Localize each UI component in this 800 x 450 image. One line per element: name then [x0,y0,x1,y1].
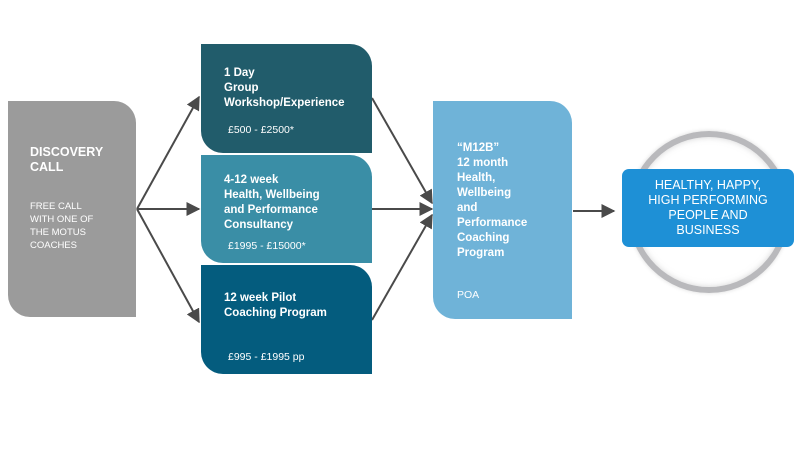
result-box: HEALTHY, HAPPY, HIGH PERFORMING PEOPLE A… [622,169,794,247]
option-consultancy-title: 4-12 week Health, Wellbeing and Performa… [224,174,320,231]
arrow-pilot-to-program [371,213,433,321]
option-consultancy-price: £1995 - £15000* [228,240,306,252]
option-workshop-box: 1 Day Group Workshop/Experience £500 - £… [201,44,372,153]
program-box: “M12B” 12 month Health, Wellbeing and Pe… [433,101,572,319]
option-pilot-box: 12 week Pilot Coaching Program £995 - £1… [201,265,372,374]
discovery-call-title: DISCOVERY CALL [30,145,104,174]
discovery-call-box: DISCOVERY CALL FREE CALL WITH ONE OF THE… [8,101,136,317]
discovery-call-subtitle: FREE CALL WITH ONE OF THE MOTUS COACHES [30,201,94,251]
option-pilot-price: £995 - £1995 pp [228,351,305,363]
arrow-workshop-to-program [371,97,433,205]
option-consultancy-box: 4-12 week Health, Wellbeing and Performa… [201,155,372,263]
option-workshop-price: £500 - £2500* [228,124,294,136]
program-price: POA [457,289,480,301]
program-title: “M12B” 12 month Health, Wellbeing and Pe… [457,142,528,259]
option-workshop-title: 1 Day Group Workshop/Experience [224,67,345,109]
option-pilot-title: 12 week Pilot Coaching Program [224,292,327,319]
arrow-discovery-to-workshop [136,95,200,210]
arrow-discovery-to-pilot [136,208,200,324]
